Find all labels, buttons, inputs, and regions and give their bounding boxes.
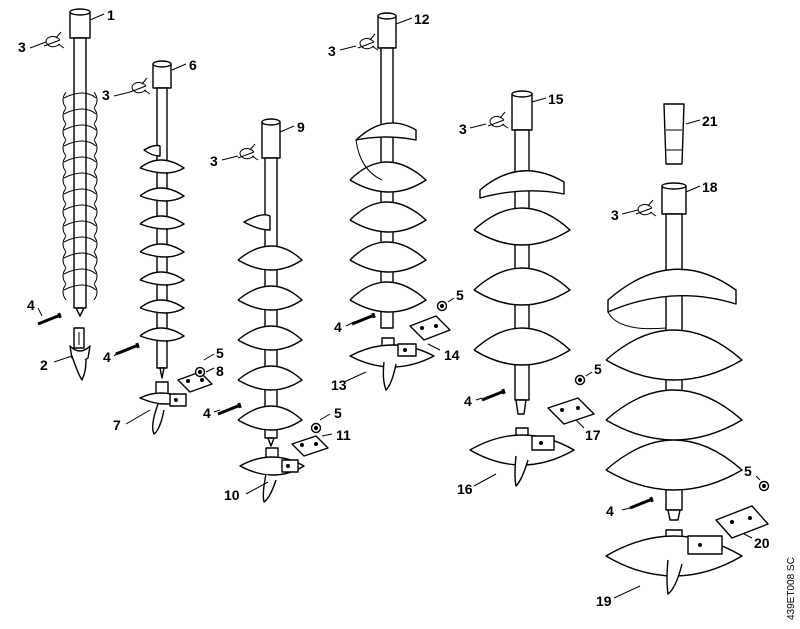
plate-14 bbox=[409, 315, 451, 341]
label-5: 5 bbox=[594, 361, 602, 377]
auger-bit-16 bbox=[469, 427, 575, 487]
label-4: 4 bbox=[334, 319, 342, 335]
clip-pin-3-b bbox=[129, 77, 151, 95]
bolt-4-e bbox=[482, 391, 505, 400]
auger-bit-7 bbox=[139, 381, 187, 435]
label-7: 7 bbox=[113, 417, 121, 433]
auger-6 bbox=[139, 60, 185, 379]
bolt-4-b bbox=[116, 345, 139, 354]
plate-20 bbox=[715, 505, 769, 539]
auger-bit-19 bbox=[605, 529, 743, 595]
label-6: 6 bbox=[189, 57, 197, 73]
leader-lines bbox=[29, 13, 761, 599]
label-5: 5 bbox=[456, 287, 464, 303]
label-4: 4 bbox=[103, 349, 111, 365]
label-16: 16 bbox=[457, 481, 473, 497]
auger-9 bbox=[237, 118, 303, 447]
label-5: 5 bbox=[334, 405, 342, 421]
nut-5-e bbox=[758, 480, 770, 492]
label-3: 3 bbox=[18, 39, 26, 55]
bolt-4-d bbox=[352, 315, 375, 324]
label-4: 4 bbox=[27, 297, 35, 313]
auger-15 bbox=[473, 90, 571, 415]
label-19: 19 bbox=[596, 593, 612, 609]
label-9: 9 bbox=[297, 119, 305, 135]
label-15: 15 bbox=[548, 91, 564, 107]
nut-5-c bbox=[436, 300, 448, 312]
label-8: 8 bbox=[216, 363, 224, 379]
label-3: 3 bbox=[102, 87, 110, 103]
label-10: 10 bbox=[224, 487, 240, 503]
plate-8 bbox=[177, 371, 213, 393]
label-21: 21 bbox=[702, 113, 718, 129]
label-4: 4 bbox=[464, 393, 472, 409]
label-4: 4 bbox=[606, 503, 614, 519]
auger-bit-13 bbox=[349, 337, 435, 391]
label-13: 13 bbox=[331, 377, 347, 393]
clip-pin-3-c bbox=[237, 143, 259, 161]
label-14: 14 bbox=[444, 347, 460, 363]
auger-12 bbox=[349, 12, 427, 329]
label-20: 20 bbox=[754, 535, 770, 551]
label-18: 18 bbox=[702, 179, 718, 195]
clip-pin-3-d bbox=[357, 33, 379, 51]
label-11: 11 bbox=[336, 427, 351, 443]
label-3: 3 bbox=[210, 153, 218, 169]
label-3: 3 bbox=[611, 207, 619, 223]
auger-bit-10 bbox=[239, 447, 305, 503]
extension-shaft-21 bbox=[663, 103, 685, 165]
clip-pin-3-f bbox=[635, 199, 657, 217]
label-5: 5 bbox=[744, 463, 752, 479]
label-2: 2 bbox=[40, 357, 48, 373]
auger-1 bbox=[62, 8, 98, 317]
label-3: 3 bbox=[328, 43, 336, 59]
bolt-4-a bbox=[38, 315, 61, 324]
auger-18 bbox=[605, 182, 743, 521]
label-3: 3 bbox=[459, 121, 467, 137]
label-17: 17 bbox=[585, 427, 601, 443]
auger-bit-2 bbox=[69, 327, 91, 381]
clip-pin-3-e bbox=[487, 111, 509, 129]
label-12: 12 bbox=[414, 11, 430, 27]
bolt-4-c bbox=[218, 405, 241, 414]
nut-5-b bbox=[310, 422, 322, 434]
nut-5-a bbox=[194, 366, 206, 378]
label-4: 4 bbox=[203, 405, 211, 421]
drawing-code: 439ET008 SC bbox=[786, 557, 797, 620]
plate-17 bbox=[547, 397, 595, 425]
label-1: 1 bbox=[107, 7, 115, 23]
nut-5-d bbox=[574, 374, 586, 386]
label-5: 5 bbox=[216, 345, 224, 361]
clip-pin-3-a bbox=[43, 31, 65, 49]
bolt-4-f bbox=[630, 499, 653, 508]
plate-11 bbox=[291, 435, 329, 457]
